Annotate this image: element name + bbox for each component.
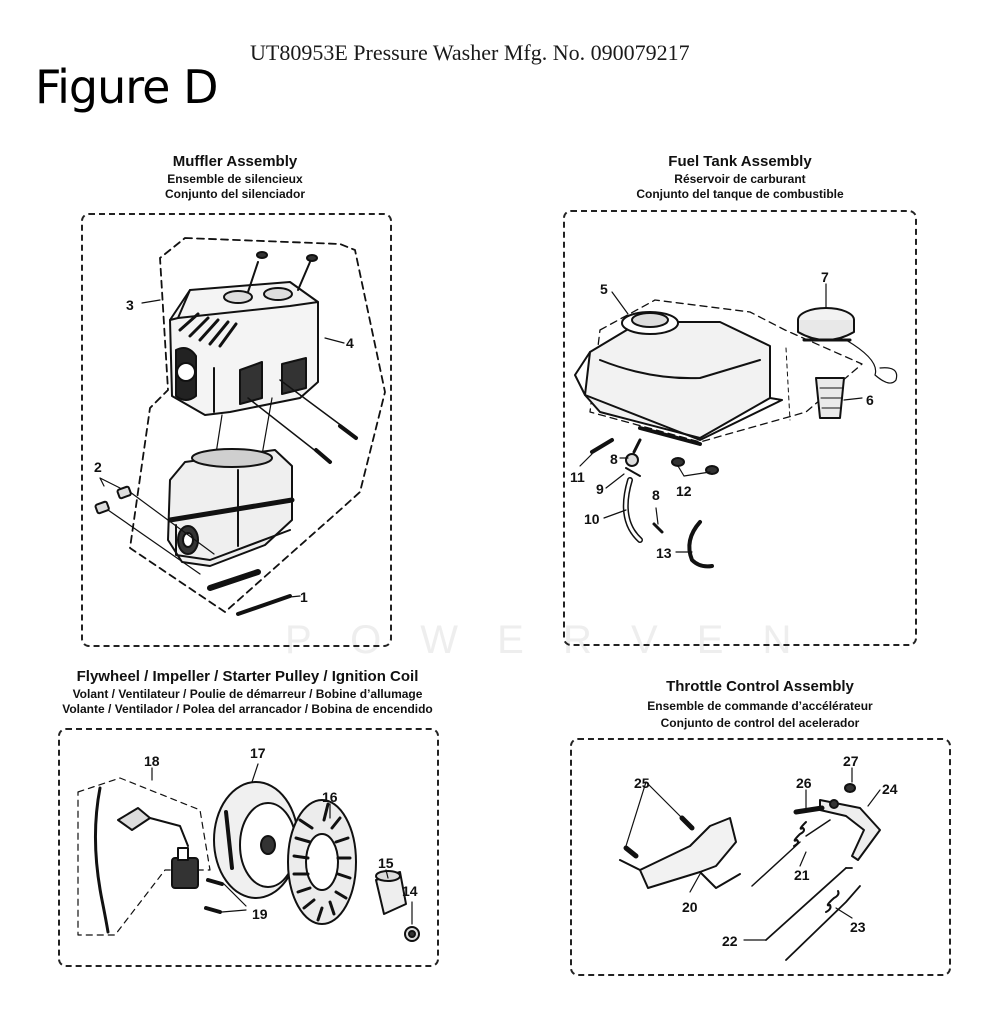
callout-2: 2 bbox=[94, 459, 102, 475]
callout-3: 3 bbox=[126, 297, 134, 313]
callout-15: 15 bbox=[378, 855, 394, 871]
callout-6: 6 bbox=[866, 392, 874, 408]
throttle-title-fr: Ensemble de commande d’accélérateur bbox=[647, 698, 873, 713]
muffler-panel bbox=[81, 213, 392, 647]
flywheel-callouts: 14 15 16 17 18 19 bbox=[144, 745, 418, 922]
side-screws-art bbox=[247, 379, 358, 464]
flywheel-panel bbox=[58, 728, 439, 967]
muffler-pins-art bbox=[94, 485, 132, 515]
callout-25: 25 bbox=[634, 775, 650, 791]
muffler-callouts: 1 2 3 4 bbox=[94, 297, 354, 605]
callout-19: 19 bbox=[252, 906, 268, 922]
muffler-title: Muffler Assembly bbox=[172, 153, 298, 170]
callout-21: 21 bbox=[794, 867, 810, 883]
callout-14: 14 bbox=[402, 883, 418, 899]
fuel-tank-callouts: 5 6 7 8 8 9 10 11 12 13 bbox=[570, 269, 874, 561]
throttle-callouts: 20 21 22 23 24 25 26 27 bbox=[634, 753, 898, 949]
throttle-heading: Throttle Control Assembly Ensemble de co… bbox=[620, 676, 900, 733]
callout-26: 26 bbox=[796, 775, 812, 791]
callout-16: 16 bbox=[322, 789, 338, 805]
throttle-assembly-art bbox=[619, 767, 881, 961]
muffler-heading: Muffler Assembly Ensemble de silencieux … bbox=[110, 153, 360, 202]
document-title: UT80953E Pressure Washer Mfg. No. 090079… bbox=[250, 40, 690, 65]
flywheel-assembly-art bbox=[77, 763, 420, 942]
callout-20: 20 bbox=[682, 899, 698, 915]
callout-8b: 8 bbox=[652, 487, 660, 503]
throttle-lever-art bbox=[819, 799, 881, 861]
callout-23: 23 bbox=[850, 919, 866, 935]
fuel-tank-assembly-art bbox=[574, 283, 898, 569]
cover-screws-art bbox=[247, 251, 318, 293]
callout-24: 24 bbox=[882, 781, 898, 797]
callout-27: 27 bbox=[843, 753, 859, 769]
fuel-tank-title: Fuel Tank Assembly bbox=[668, 153, 812, 170]
muffler-group-outline bbox=[129, 237, 386, 613]
fuel-tank-title-es: Conjunto del tanque de combustible bbox=[636, 186, 844, 201]
callout-17: 17 bbox=[250, 745, 266, 761]
callout-10: 10 bbox=[584, 511, 600, 527]
fuel-cap-art bbox=[797, 307, 898, 384]
throttle-title-es: Conjunto de control del acelerador bbox=[660, 716, 860, 731]
flywheel-title-es: Volante / Ventilador / Polea del arranca… bbox=[62, 701, 433, 716]
callout-13: 13 bbox=[656, 545, 672, 561]
callout-11: 11 bbox=[570, 469, 585, 485]
callout-9: 9 bbox=[596, 481, 604, 497]
flywheel-title-fr: Volant / Ventilateur / Poulie de démarre… bbox=[72, 686, 423, 701]
pulley-cup-art bbox=[375, 870, 407, 915]
flywheel-heading: Flywheel / Impeller / Starter Pulley / I… bbox=[40, 668, 455, 717]
ignition-coil-art bbox=[171, 847, 199, 889]
muffler-title-fr: Ensemble de silencieux bbox=[167, 171, 303, 186]
callout-4: 4 bbox=[346, 335, 354, 351]
muffler-title-es: Conjunto del silenciador bbox=[164, 186, 305, 201]
throttle-bracket-art bbox=[619, 817, 741, 889]
fuel-tank-group-outline bbox=[589, 299, 863, 443]
figure-label: Figure D bbox=[35, 60, 218, 114]
fuel-tank-art bbox=[574, 311, 783, 446]
muffler-assembly-art bbox=[94, 237, 386, 616]
callout-5: 5 bbox=[600, 281, 608, 297]
impeller-art bbox=[287, 799, 357, 925]
fuel-tank-panel bbox=[563, 210, 917, 646]
muffler-cover-art bbox=[169, 281, 319, 416]
watermark: P O W E R V E N bbox=[285, 618, 806, 662]
callout-18: 18 bbox=[144, 753, 160, 769]
starter-pulley-art bbox=[213, 781, 299, 899]
callout-12: 12 bbox=[676, 483, 692, 499]
throttle-panel bbox=[570, 738, 951, 976]
callout-7: 7 bbox=[821, 269, 829, 285]
fuel-strainer-art bbox=[785, 347, 845, 421]
callout-22: 22 bbox=[722, 933, 738, 949]
fuel-tank-heading: Fuel Tank Assembly Réservoir de carburan… bbox=[600, 153, 880, 202]
muffler-body-art bbox=[167, 448, 295, 567]
callout-1: 1 bbox=[300, 589, 308, 605]
fuel-valve-art bbox=[625, 438, 642, 477]
fuel-tank-title-fr: Réservoir de carburant bbox=[674, 171, 806, 186]
throttle-title: Throttle Control Assembly bbox=[666, 678, 854, 695]
callout-8a: 8 bbox=[610, 451, 618, 467]
flywheel-title: Flywheel / Impeller / Starter Pulley / I… bbox=[76, 668, 419, 685]
